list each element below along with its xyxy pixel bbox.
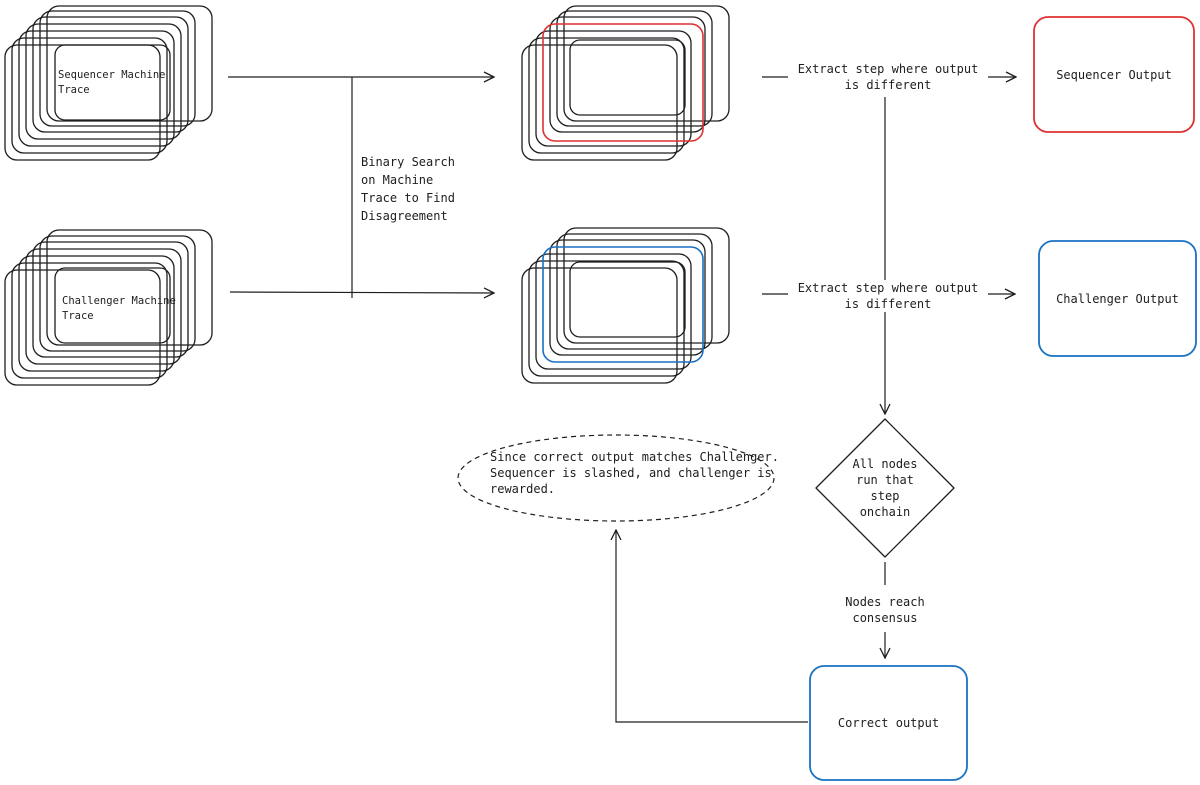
sequencer-output-text: Sequencer Output	[1056, 67, 1172, 82]
challenger-output-box	[1038, 240, 1197, 357]
consensus-label: Nodes reach consensus	[845, 595, 925, 625]
sequencer-step-stack	[521, 5, 730, 161]
sequencer-output-box	[1033, 16, 1195, 133]
challenger-disagreement-frame	[542, 246, 704, 363]
return-arrow	[616, 530, 808, 723]
correct-output-box	[809, 665, 968, 781]
challenger-trace-label: Challenger Machine Trace	[62, 295, 176, 322]
correct-output-text: Correct output	[837, 716, 940, 730]
challenger-step-stack	[521, 227, 730, 384]
slash-note-text: Since correct output matches Challenger.…	[490, 450, 779, 496]
sequencer-trace-stack	[4, 5, 213, 161]
sequencer-trace-label: Sequencer Machine Trace	[58, 69, 166, 96]
challenger-trace-stack	[4, 229, 213, 386]
slash-note-ellipse	[457, 434, 775, 522]
challenger-output-text: Challenger Output	[1056, 291, 1179, 306]
extract-bottom-label: Extract step where output is different	[788, 280, 988, 312]
extract-top-label: Extract step where output is different	[788, 61, 988, 93]
decision-diamond	[815, 418, 955, 558]
binary-search-label: Binary Search on Machine Trace to Find D…	[361, 155, 455, 223]
sequencer-disagreement-frame	[542, 23, 704, 142]
decision-text: All nodes run that step onchain	[852, 457, 918, 519]
challenger-trace-arrow	[229, 292, 494, 293]
